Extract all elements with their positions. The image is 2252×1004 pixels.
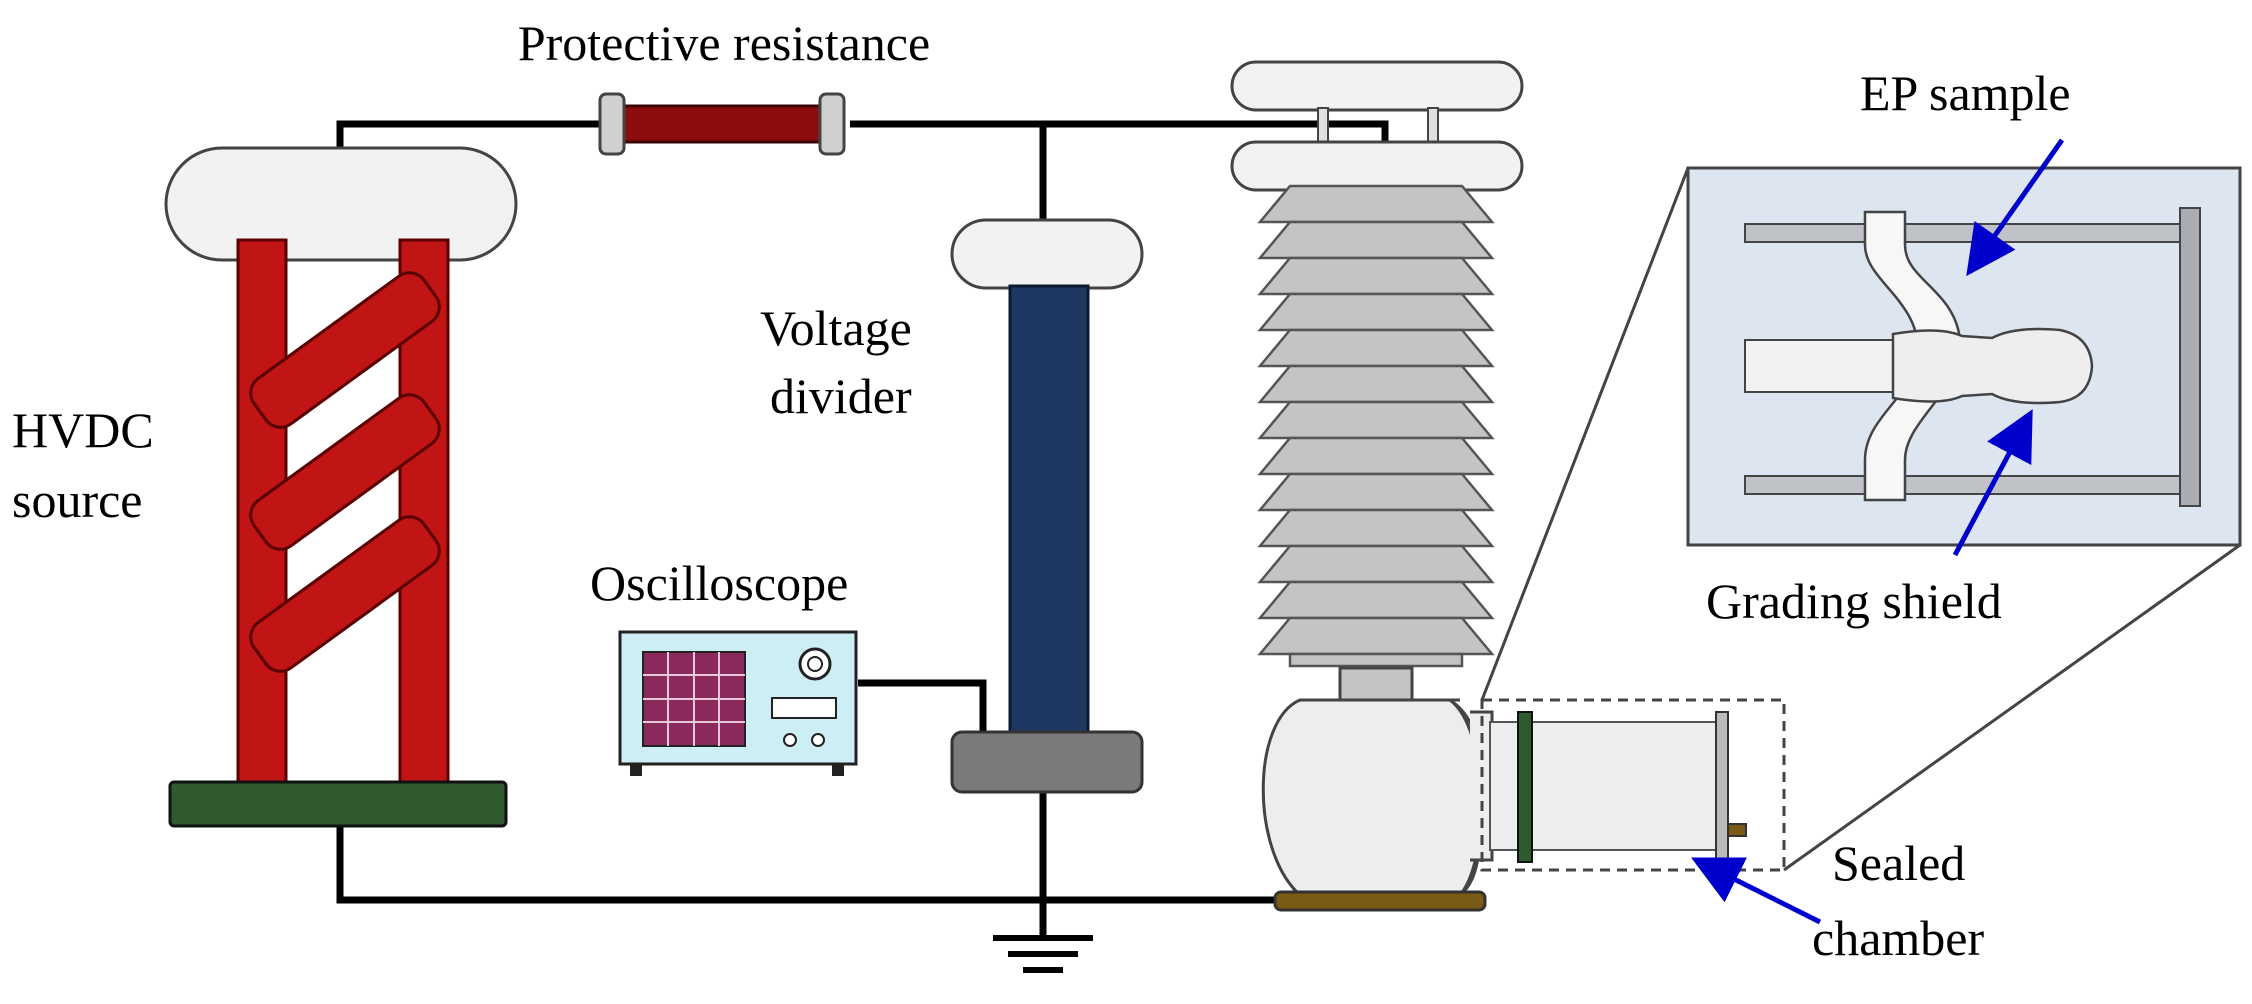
oscilloscope-label: Oscilloscope [590, 555, 848, 611]
voltage-divider [950, 218, 1144, 794]
insulator-shed [1257, 472, 1495, 512]
insulator-shed [1257, 364, 1495, 404]
inset-view [1686, 166, 2242, 547]
scope-lead [858, 679, 987, 735]
inset-ep-sample [1863, 210, 1962, 502]
bushing-top-ring [1230, 60, 1524, 112]
hvdc-terminal [164, 146, 518, 262]
annotation-arrows [1691, 138, 2065, 925]
hvdc-source [164, 146, 518, 828]
arrow-icon [1952, 409, 2033, 557]
grading-shield-label: Grading shield [1706, 573, 2002, 629]
insulator-sheds [1257, 184, 1495, 668]
top-wire-left [336, 120, 600, 150]
chamber-flange-left [1517, 711, 1533, 863]
ep-sample-label: EP sample [1860, 65, 2071, 121]
bushing-second-ring [1230, 140, 1524, 192]
sealed-chamber [1480, 698, 1786, 872]
insulator-shed [1257, 544, 1495, 584]
insulator-shed [1257, 292, 1495, 332]
sealed-chamber-label-line2: chamber [1812, 910, 1984, 966]
insulator-shed [1257, 328, 1495, 368]
insulator-shed [1257, 256, 1495, 296]
protective-resistor [598, 92, 846, 156]
chamber-flange-right [1715, 711, 1729, 863]
insulator-shed [1257, 400, 1495, 440]
top-wire-right [850, 120, 1389, 148]
divider-base [950, 730, 1144, 794]
ground-icon [993, 935, 1093, 973]
inset-end-plate [2179, 207, 2201, 507]
bushing [1230, 60, 1524, 912]
wiring [336, 120, 1389, 935]
chamber-zoom-box [1480, 698, 1786, 872]
insulator-shed [1257, 436, 1495, 476]
insulator-shed [1257, 616, 1495, 656]
hvdc-base [168, 780, 508, 828]
voltage-label-line1: Voltage [760, 300, 912, 356]
insulator-shed [1257, 220, 1495, 260]
zoom-lines [1480, 167, 2241, 872]
insulator-shed [1257, 580, 1495, 620]
divider-column [1008, 284, 1090, 736]
hvdc-label-line2: source [12, 472, 143, 528]
scope-display [771, 697, 837, 719]
hvdc-coils [249, 271, 441, 673]
inset-conductor [1744, 339, 1894, 393]
voltage-label-line2: divider [770, 368, 912, 424]
divider-terminal [950, 218, 1144, 290]
inset-grading-shield [1891, 327, 2094, 405]
sealed-chamber-label-line1: Sealed [1832, 835, 1965, 891]
arrow-icon [1966, 138, 2065, 277]
hvdc-label-line1: HVDC [12, 402, 154, 458]
oscilloscope [618, 630, 858, 776]
protective-resistance-label: Protective resistance [518, 15, 930, 71]
bushing-flange [1273, 890, 1487, 912]
arrow-icon [1691, 857, 1822, 925]
bottom-wire [336, 826, 1280, 904]
scope-knob-icon [798, 647, 832, 681]
insulator-shed [1257, 184, 1495, 224]
insulator-shed [1257, 508, 1495, 548]
insulator-core [1288, 652, 1464, 668]
